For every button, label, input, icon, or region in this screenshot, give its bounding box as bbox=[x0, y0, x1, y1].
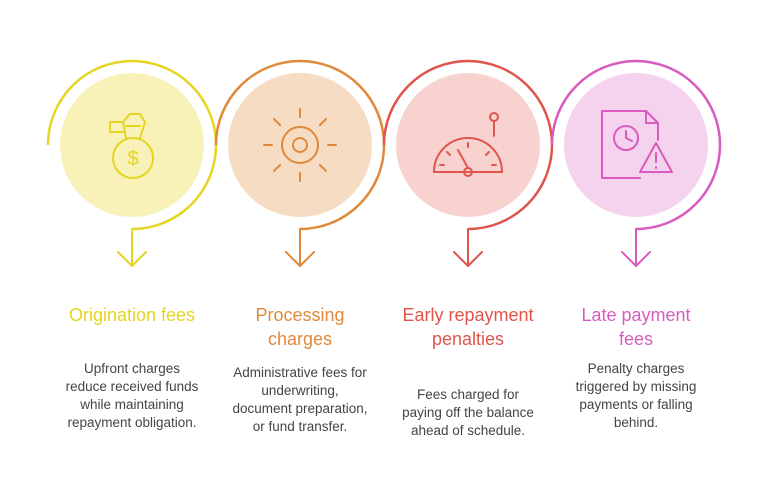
step-1-description: Upfront charges reduce received funds wh… bbox=[65, 361, 199, 430]
step-1-graphic: $ bbox=[46, 59, 218, 267]
money-bag-icon: $ bbox=[109, 113, 154, 179]
step-2-graphic bbox=[214, 59, 386, 267]
step-4-arrow bbox=[621, 228, 651, 267]
step-1-arrow bbox=[117, 228, 147, 267]
step-4-description: Penalty charges triggered by missing pay… bbox=[575, 361, 697, 430]
step-2-inner-circle bbox=[228, 73, 372, 217]
step-3-graphic bbox=[382, 59, 554, 267]
step-4-title: Late payment fees bbox=[581, 305, 691, 349]
step-3-arrow bbox=[453, 228, 483, 267]
step-1-outer-ring bbox=[46, 59, 218, 231]
step-2-arrow bbox=[285, 228, 315, 267]
step-3-outer-ring bbox=[382, 59, 554, 231]
step-1-title: Origination fees bbox=[68, 305, 196, 325]
overdue-document-icon bbox=[601, 110, 673, 179]
step-2-outer-ring bbox=[214, 59, 386, 231]
gear-icon bbox=[263, 108, 337, 182]
gauge-icon bbox=[432, 112, 504, 177]
step-4-outer-ring bbox=[550, 59, 722, 231]
step-3-description: Fees charged for paying off the balance … bbox=[402, 387, 534, 438]
svg-text:$: $ bbox=[127, 148, 138, 170]
step-4-graphic bbox=[550, 59, 722, 267]
step-2-description: Administrative fees for underwriting, do… bbox=[232, 365, 368, 434]
step-1-inner-circle bbox=[60, 73, 204, 217]
step-3-title: Early repayment penalties bbox=[402, 305, 534, 349]
step-2-title: Processing charges bbox=[255, 305, 345, 349]
